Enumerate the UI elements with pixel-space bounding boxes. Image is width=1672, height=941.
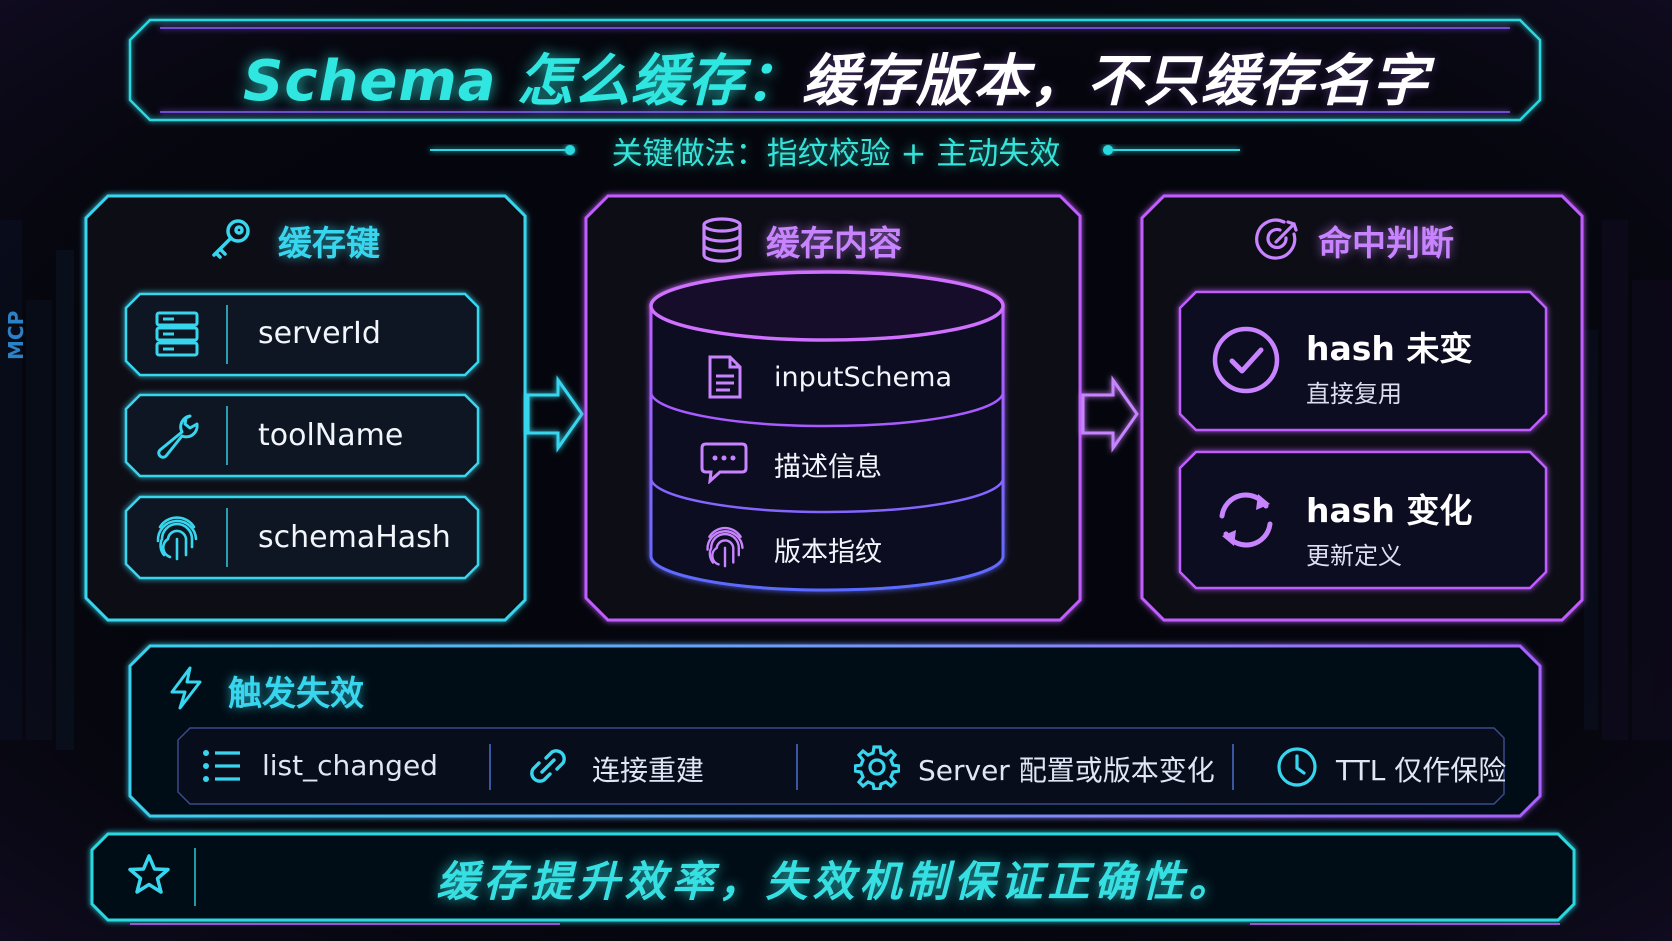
check-circle-icon [1212, 326, 1280, 394]
cache-key-title: 缓存键 [278, 224, 380, 264]
side-mcp-label: MCP [4, 310, 28, 360]
database-layer-label: inputSchema [774, 362, 953, 393]
page-title: Schema 怎么缓存：缓存版本，不只缓存名字 [0, 36, 1672, 117]
arrow-right-icon-2 [1081, 375, 1139, 453]
subtitle: 关键做法：指纹校验 + 主动失效 [611, 136, 1061, 172]
wrench-icon [157, 414, 199, 459]
hit-case-desc: 更新定义 [1306, 542, 1402, 570]
fingerprint-icon [706, 526, 744, 568]
hit-decision-title: 命中判断 [1318, 224, 1454, 264]
fingerprint-icon [156, 516, 198, 561]
invalidation-title: 触发失效 [228, 674, 364, 714]
document-icon [708, 355, 742, 399]
list-icon [203, 750, 240, 782]
database-layer-label: 版本指纹 [774, 537, 882, 568]
clock-icon [1277, 747, 1317, 787]
cache-key-label: serverId [258, 316, 381, 351]
cache-key-label: toolName [258, 418, 404, 453]
footer-summary: 缓存提升效率，失效机制保证正确性。 [436, 857, 1236, 906]
server-icon [155, 311, 199, 357]
gear-icon [854, 745, 900, 790]
refresh-icon [1219, 492, 1273, 548]
invalidation-label: Server 配置或版本变化 [918, 754, 1215, 787]
lightning-icon [170, 666, 202, 710]
invalidation-label: 连接重建 [592, 754, 705, 787]
arrow-right-icon [526, 375, 584, 453]
invalidation-label: TTL 仅作保险 [1336, 754, 1507, 787]
database-layer-label: 描述信息 [774, 452, 882, 483]
cache-content-title: 缓存内容 [766, 224, 902, 264]
cache-key-label: schemaHash [258, 520, 451, 555]
chat-icon [700, 442, 748, 484]
title-emphasis: 缓存版本，不只缓存名字 [802, 49, 1429, 114]
link-icon [530, 749, 566, 783]
target-icon [1255, 218, 1298, 260]
hit-case-desc: 直接复用 [1306, 380, 1402, 408]
database-icon [702, 217, 742, 263]
invalidation-label: list_changed [262, 749, 438, 782]
title-prefix: Schema 怎么缓存： [242, 49, 802, 114]
key-icon [212, 219, 250, 259]
hit-case-title: hash 变化 [1306, 491, 1473, 530]
star-icon [128, 854, 170, 894]
hit-case-title: hash 未变 [1306, 329, 1473, 368]
